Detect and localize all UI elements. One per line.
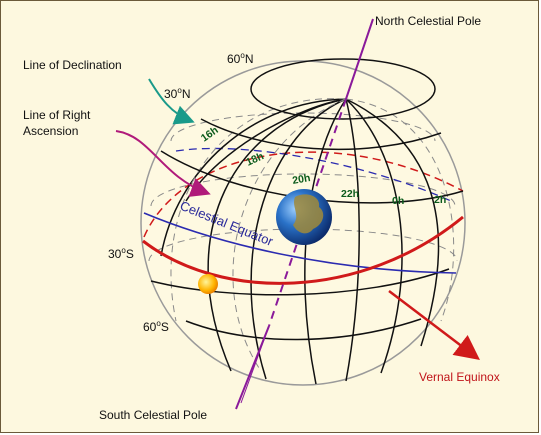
north-pole-label: North Celestial Pole — [375, 14, 481, 28]
declination-label: Line of Declination — [23, 58, 122, 72]
lat-label-60s: 60oS — [143, 319, 169, 334]
vernal-equinox-label: Vernal Equinox — [419, 370, 500, 384]
declination-pointer — [148, 78, 195, 125]
south-pole-leader — [240, 325, 270, 404]
hour-label: 0h — [392, 195, 404, 207]
ra-label-line1: Line of Right — [23, 108, 91, 122]
hour-label: 22h — [341, 188, 359, 200]
vernal-equinox-arrow — [388, 290, 480, 361]
hour-label: 2h — [434, 194, 446, 206]
earth-continent — [293, 194, 324, 234]
lat-60n-cap — [250, 58, 436, 120]
lat-label-60n: 60oN — [227, 51, 253, 66]
back-meridians — [170, 98, 455, 372]
lat-label-30s: 30oS — [108, 246, 134, 261]
equator-back — [175, 147, 452, 202]
ra-label-line2: Ascension — [23, 124, 78, 138]
south-pole-label: South Celestial Pole — [99, 408, 207, 422]
lat-label-30n: 30oN — [164, 86, 190, 101]
sun — [198, 274, 218, 294]
ra-pointer — [115, 130, 211, 197]
axis-top — [345, 18, 374, 100]
ecliptic-front — [142, 215, 464, 285]
hour-label: 20h — [291, 172, 311, 187]
celestial-equator — [143, 212, 457, 274]
